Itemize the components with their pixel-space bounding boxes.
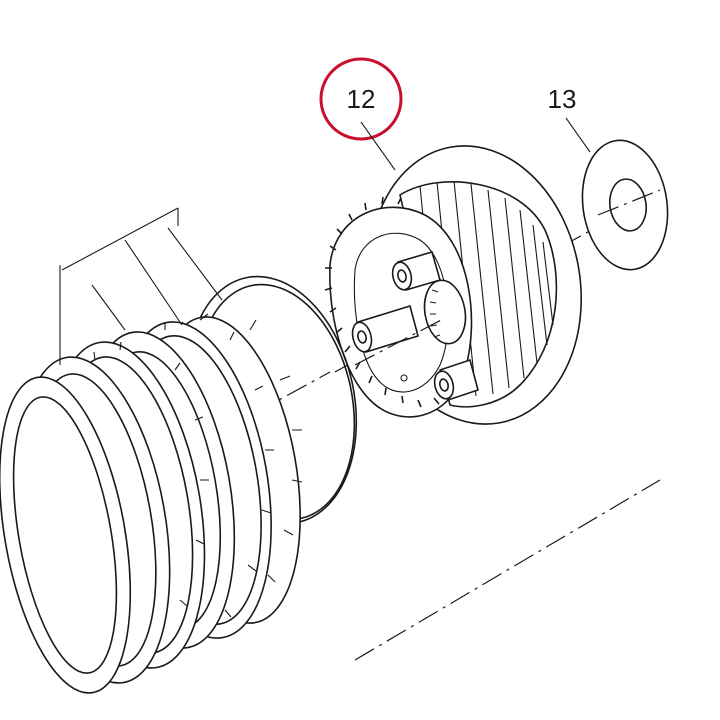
clutch-plate-stack: [0, 313, 303, 694]
hub-post: [433, 358, 479, 402]
highlight-ring: [319, 57, 403, 141]
callout-13: 13: [548, 84, 591, 153]
callout-13-label: 13: [548, 84, 577, 114]
clutch-hub: [324, 145, 583, 425]
leader-lines: [59, 207, 223, 365]
callout-12-leader: [360, 121, 396, 171]
thrust-washer: [581, 139, 669, 271]
hub-post: [391, 251, 441, 291]
callout-12-label: 12: [347, 84, 376, 114]
callout-13-leader: [565, 117, 591, 153]
callout-12: 12: [319, 57, 403, 171]
